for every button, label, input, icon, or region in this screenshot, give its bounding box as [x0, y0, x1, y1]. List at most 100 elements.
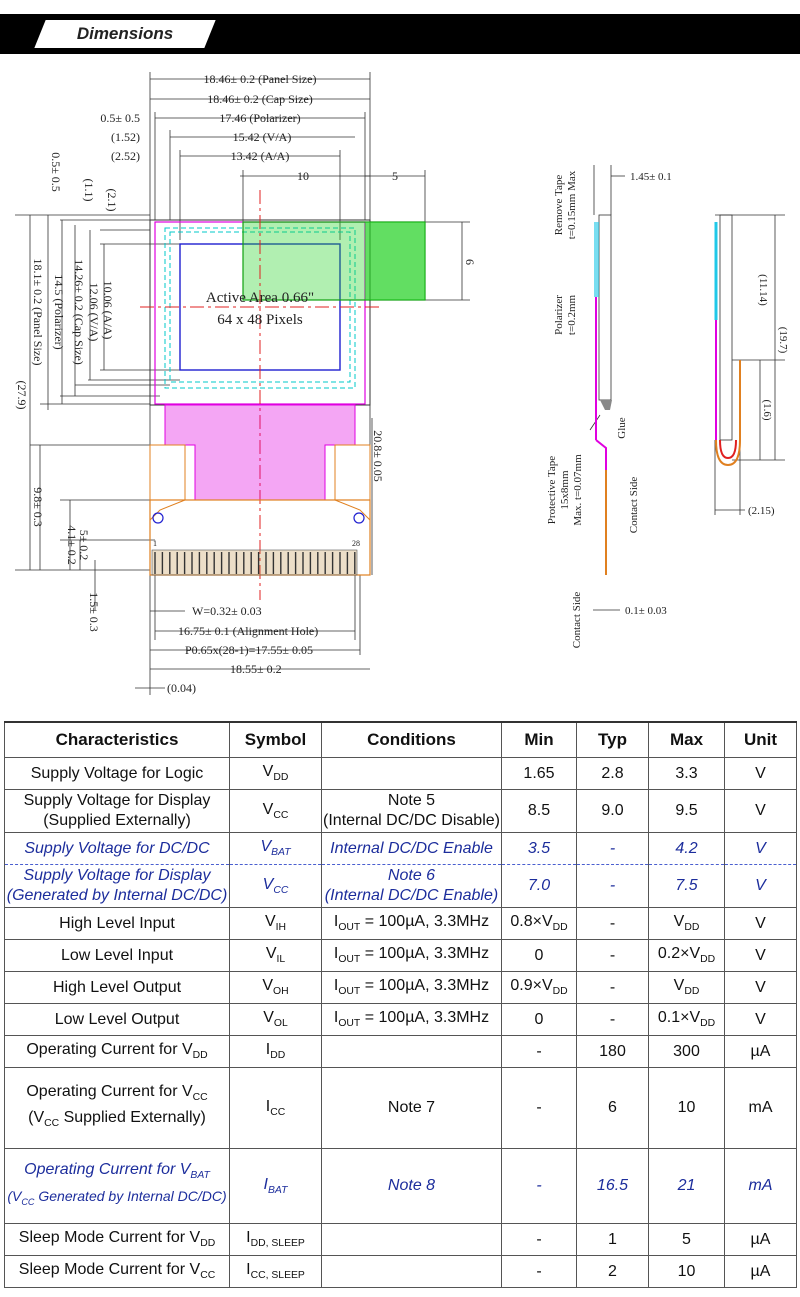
typ-cell: - [576, 939, 649, 972]
min-cell: - [501, 1255, 577, 1288]
min-cell: 1.65 [501, 757, 577, 790]
offset-152-dim: (1.52) [111, 130, 140, 144]
header-characteristics: Characteristics [4, 721, 230, 758]
typ-cell: 9.0 [576, 789, 649, 833]
v-fpc-5-dim: 5± 0.2 [77, 530, 91, 561]
characteristic-cell: Operating Current for VBAT(VCC Generated… [4, 1148, 230, 1224]
min-cell: - [501, 1067, 577, 1149]
symbol-cell: VOL [229, 1003, 322, 1036]
max-cell: 300 [648, 1035, 725, 1068]
polarizer-side-label: Polarizer [553, 295, 565, 335]
v-offset-05-dim: 0.5± 0.5 [49, 152, 63, 192]
conditions-cell [321, 1223, 502, 1256]
characteristic-cell: Supply Voltage for DC/DC [4, 832, 230, 865]
min-cell: 8.5 [501, 789, 577, 833]
symbol-cell: VIH [229, 907, 322, 940]
v-fpc-15-dim: 1.5± 0.3 [87, 592, 101, 632]
symbol-cell: VDD [229, 757, 322, 790]
typ-cell: - [576, 1003, 649, 1036]
symbol-cell: IDD, SLEEP [229, 1223, 322, 1256]
symbol-cell: VIL [229, 939, 322, 972]
pitch-dim: P0.65x(28-1)=17.55± 0.05 [185, 643, 313, 657]
side-197-dim: (19.7) [777, 327, 789, 354]
min-cell: 0.9×VDD [501, 971, 577, 1004]
conditions-cell [321, 1255, 502, 1288]
table-header-row: Characteristics Symbol Conditions Min Ty… [4, 721, 797, 758]
unit-cell: V [724, 971, 797, 1004]
tape-5-dim: 5 [392, 169, 398, 183]
characteristic-cell: Supply Voltage for Display(Supplied Exte… [4, 789, 230, 833]
max-cell: VDD [648, 971, 725, 1004]
v-aa-dim: 10.06 (A/A) [101, 281, 115, 340]
electrical-characteristics-table: Characteristics Symbol Conditions Min Ty… [4, 721, 797, 1288]
panel-size-dim: 18.46± 0.2 (Panel Size) [204, 72, 317, 86]
conditions-cell: IOUT = 100µA, 3.3MHz [321, 939, 502, 972]
typ-cell: - [576, 832, 649, 865]
typ-cell: 16.5 [576, 1148, 649, 1224]
min-cell: 0.8×VDD [501, 907, 577, 940]
unit-cell: V [724, 1003, 797, 1036]
header-symbol: Symbol [229, 721, 322, 758]
max-cell: 0.2×VDD [648, 939, 725, 972]
unit-cell: V [724, 907, 797, 940]
typ-cell: 2 [576, 1255, 649, 1288]
v-hole-208-dim: 20.8± 0.05 [371, 430, 385, 482]
header-typ: Typ [576, 721, 649, 758]
protective-tape-size: 15x8mm [559, 470, 571, 510]
offset-05-dim: 0.5± 0.5 [100, 111, 140, 125]
typ-cell: 6 [576, 1067, 649, 1149]
section-tab: Dimensions [34, 20, 216, 48]
characteristic-cell: Operating Current for VCC(VCC Supplied E… [4, 1067, 230, 1149]
characteristic-cell: Low Level Output [4, 1003, 230, 1036]
pin-width-dim: W=0.32± 0.03 [192, 604, 262, 618]
section-title: Dimensions [76, 24, 174, 43]
table-row: High Level Input VIH IOUT = 100µA, 3.3MH… [4, 907, 797, 940]
table-row: Operating Current for VCC(VCC Supplied E… [4, 1067, 797, 1149]
max-cell: 10 [648, 1255, 725, 1288]
unit-cell: V [724, 757, 797, 790]
table-row: Supply Voltage for Display(Generated by … [4, 864, 797, 908]
max-cell: 0.1×VDD [648, 1003, 725, 1036]
characteristic-cell: Low Level Input [4, 939, 230, 972]
symbol-cell: VOH [229, 971, 322, 1004]
max-cell: 7.5 [648, 864, 725, 908]
characteristic-cell: High Level Output [4, 971, 230, 1004]
conditions-cell: IOUT = 100µA, 3.3MHz [321, 907, 502, 940]
table-row: Supply Voltage for Display(Supplied Exte… [4, 789, 797, 833]
typ-cell: - [576, 907, 649, 940]
offset-004-dim: (0.04) [167, 681, 196, 695]
dimension-drawing: Active Area 0.66" 64 x 48 Pixels 1 28 18… [15, 72, 789, 695]
characteristic-cell: High Level Input [4, 907, 230, 940]
pin-1-label: 1 [153, 539, 157, 548]
table-row: Low Level Input VIL IOUT = 100µA, 3.3MHz… [4, 939, 797, 972]
v-total-dim: (27.9) [15, 381, 29, 410]
section-banner: Dimensions [0, 14, 800, 54]
table-row: Low Level Output VOL IOUT = 100µA, 3.3MH… [4, 1003, 797, 1036]
conditions-cell: Note 6(Internal DC/DC Enable) [321, 864, 502, 908]
typ-cell: 2.8 [576, 757, 649, 790]
conditions-cell: IOUT = 100µA, 3.3MHz [321, 1003, 502, 1036]
min-cell: 0 [501, 939, 577, 972]
aa-dim: 13.42 (A/A) [231, 149, 290, 163]
pixels-label: 64 x 48 Pixels [217, 312, 303, 328]
min-cell: 3.5 [501, 832, 577, 865]
v-fpc-41-dim: 4.1± 0.2 [65, 525, 79, 565]
side-1114-dim: (11.14) [757, 274, 769, 306]
glue-label: Glue [616, 417, 628, 439]
characteristic-cell: Sleep Mode Current for VCC [4, 1255, 230, 1288]
remove-tape-label: Remove Tape [553, 175, 565, 236]
v-fpc-98-dim: 9.8± 0.3 [31, 487, 45, 527]
va-dim: 15.42 (V/A) [233, 130, 292, 144]
unit-cell: V [724, 789, 797, 833]
conditions-cell: IOUT = 100µA, 3.3MHz [321, 971, 502, 1004]
side-16-dim: (1.6) [761, 399, 773, 420]
symbol-cell: VBAT [229, 832, 322, 865]
conditions-cell [321, 1035, 502, 1068]
v-cap-size-dim: 14.26± 0.2 (Cap Size) [72, 259, 86, 365]
thickness-dim: 1.45± 0.1 [630, 171, 672, 183]
side-215-dim: (2.15) [748, 505, 775, 517]
table-row: Operating Current for VDD IDD - 180 300 … [4, 1035, 797, 1068]
table-row: Supply Voltage for Logic VDD 1.65 2.8 3.… [4, 757, 797, 790]
symbol-cell: ICC, SLEEP [229, 1255, 322, 1288]
contact-side-label-2: Contact Side [571, 592, 583, 649]
